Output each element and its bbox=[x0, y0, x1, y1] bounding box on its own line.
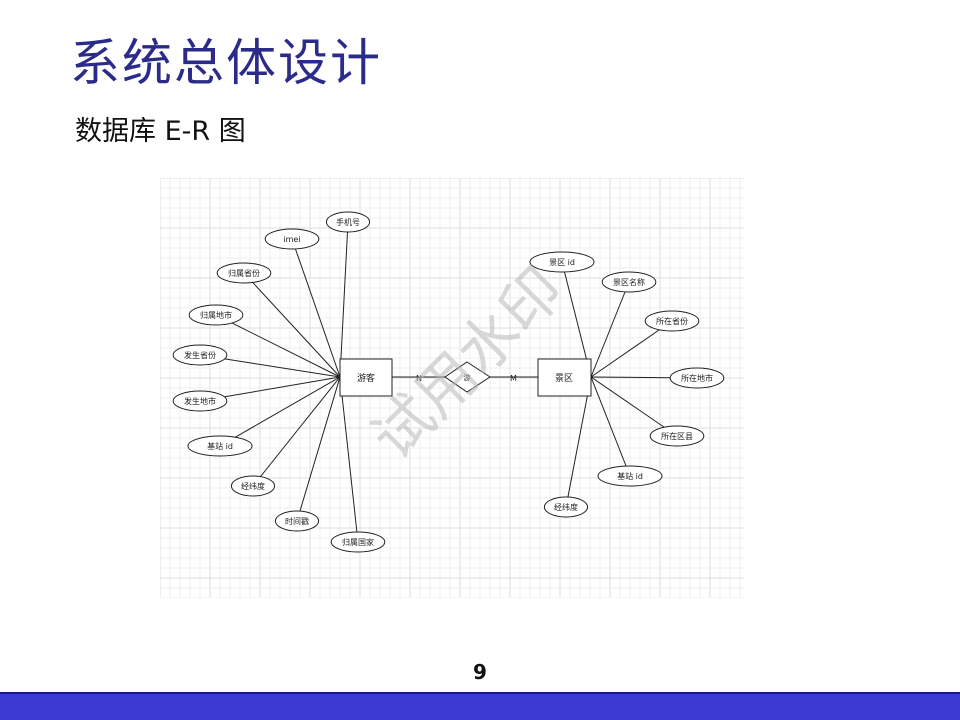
cardinality-left: N bbox=[416, 374, 422, 383]
tourist-attribute-ellipse bbox=[264, 228, 320, 250]
scenic-attribute-label: 基站 id bbox=[617, 471, 643, 481]
tourist-connector bbox=[291, 238, 341, 378]
tourist-attribute-label: 归属国家 bbox=[342, 537, 374, 547]
scenic-connector bbox=[590, 376, 678, 437]
slide-title: 系统总体设计 bbox=[70, 34, 382, 92]
tourist-attribute-label: 经纬度 bbox=[241, 481, 265, 491]
tourist-attribute-label: 发生地市 bbox=[184, 396, 216, 406]
tourist-attribute-label: imei bbox=[283, 235, 300, 244]
scenic-attribute-label: 经纬度 bbox=[554, 502, 578, 512]
cardinality-right: M bbox=[510, 374, 517, 383]
connector-lines bbox=[199, 221, 698, 543]
tourist-attribute-label: 手机号 bbox=[336, 217, 360, 227]
footer-bar bbox=[0, 694, 960, 720]
scenic-attribute-label: 景区名称 bbox=[613, 277, 645, 287]
tourist-attribute-ellipse bbox=[230, 475, 276, 497]
tourist-attribute-label: 时间戳 bbox=[285, 516, 309, 526]
tourist-attribute-ellipse bbox=[274, 510, 320, 532]
scenic-connector bbox=[590, 320, 673, 378]
entity-scenic-box bbox=[537, 358, 592, 397]
tourist-attribute-label: 基站 id bbox=[207, 441, 233, 451]
entity-tourist-label: 游客 bbox=[357, 372, 375, 384]
scenic-attribute-ellipse bbox=[597, 465, 663, 487]
scenic-connector bbox=[590, 376, 631, 477]
relationship-label: 游 bbox=[464, 373, 471, 382]
scenic-attribute-ellipse bbox=[649, 425, 705, 447]
scenic-attribute-label: 所在地市 bbox=[681, 373, 713, 383]
scenic-attribute-ellipse bbox=[529, 251, 595, 273]
tourist-attribute-ellipse bbox=[325, 211, 371, 233]
scenic-attribute-label: 所在区县 bbox=[661, 431, 693, 441]
tourist-connector bbox=[252, 376, 341, 487]
entity-tourist-box bbox=[339, 358, 393, 397]
tourist-connector bbox=[339, 376, 359, 543]
tourist-attribute-ellipse bbox=[187, 435, 253, 457]
scenic-connector bbox=[561, 261, 592, 378]
tourist-attribute-ellipse bbox=[172, 344, 228, 366]
tourist-attribute-label: 归属省份 bbox=[228, 268, 260, 278]
tourist-attribute-label: 发生省份 bbox=[184, 350, 216, 360]
er-diagram: 手机号 imei 归属省份归属地市发生省份发生地市基站 id 经纬度时间戳归属国家 景区… bbox=[160, 178, 744, 598]
page-number: 9 bbox=[473, 660, 487, 684]
footer-divider bbox=[0, 692, 960, 694]
tourist-attribute-ellipse bbox=[188, 304, 244, 326]
tourist-connector bbox=[296, 376, 341, 522]
entity-scenic-label: 景区 bbox=[555, 373, 573, 384]
tourist-connector bbox=[339, 221, 349, 378]
scenic-attribute-ellipse bbox=[669, 367, 725, 389]
scenic-connector bbox=[590, 281, 630, 378]
tourist-attribute-ellipse bbox=[216, 262, 272, 284]
tourist-attribute-ellipse bbox=[172, 390, 228, 412]
slide-subtitle: 数据库 E-R 图 bbox=[75, 116, 246, 147]
tourist-attribute-ellipse bbox=[330, 531, 386, 553]
scenic-connector bbox=[565, 376, 592, 508]
relationship-diamond bbox=[444, 361, 491, 393]
scenic-attribute-ellipse bbox=[543, 496, 589, 518]
tourist-connector bbox=[243, 272, 341, 378]
scenic-attribute-ellipse bbox=[601, 271, 657, 293]
scenic-attribute-label: 所在省份 bbox=[656, 316, 688, 326]
tourist-connector bbox=[215, 314, 341, 378]
tourist-attribute-label: 归属地市 bbox=[200, 310, 232, 320]
tourist-connector bbox=[219, 376, 341, 447]
scenic-attribute-ellipse bbox=[644, 310, 700, 332]
scenic-attribute-label: 景区 id bbox=[549, 258, 575, 267]
